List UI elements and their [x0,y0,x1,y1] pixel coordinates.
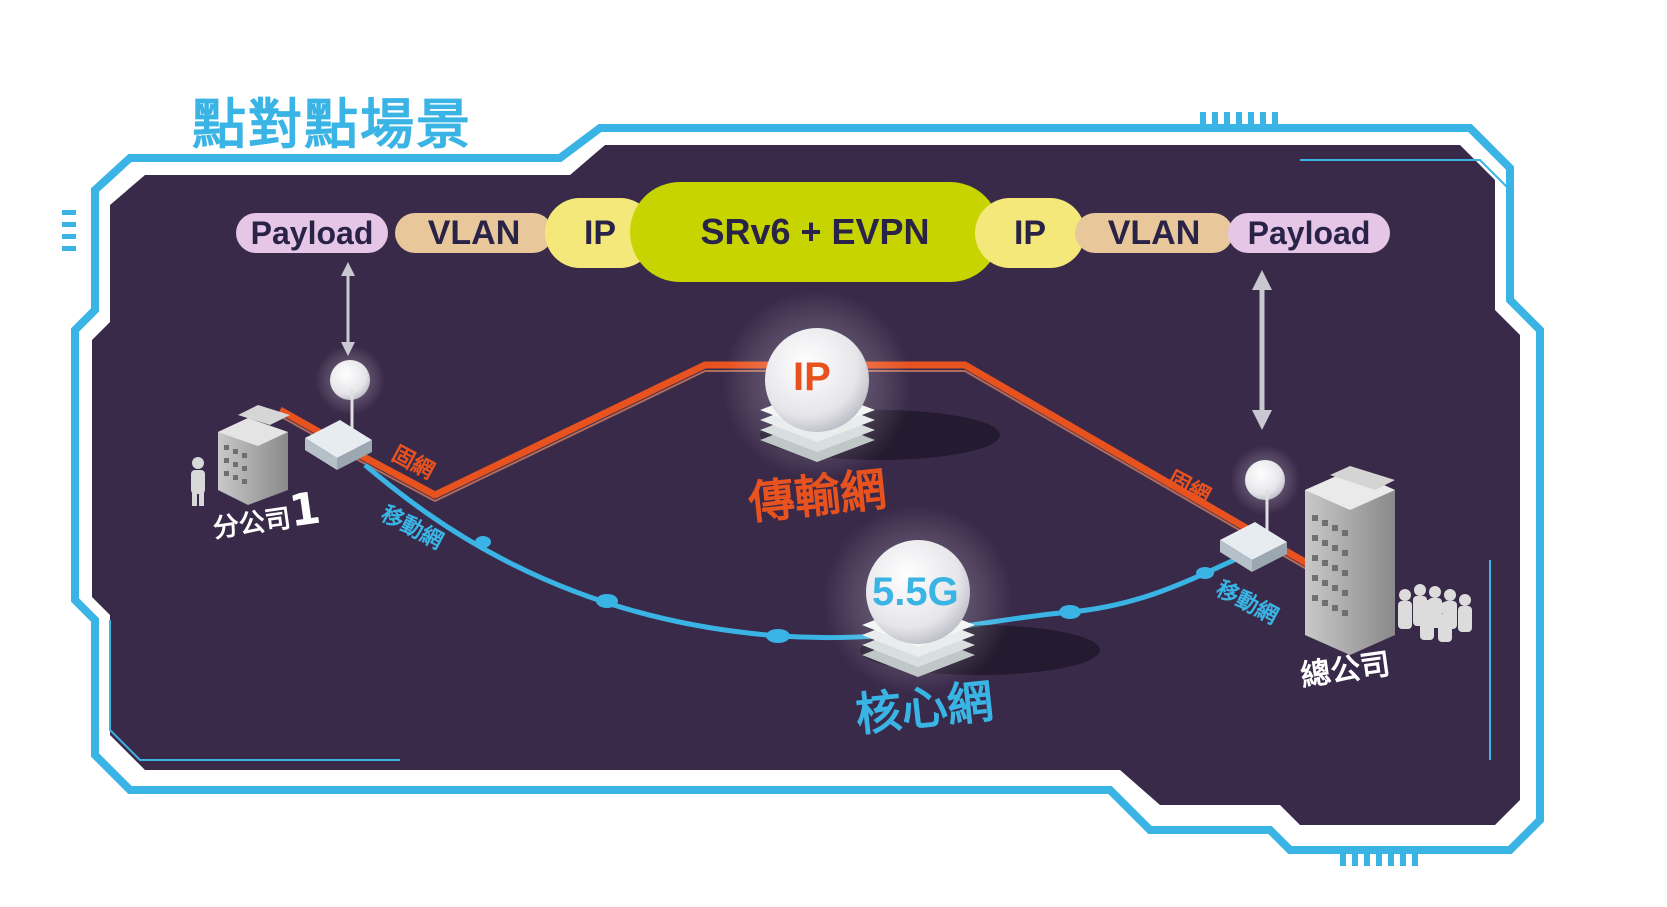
inner-panel [92,145,1520,825]
payload-pill-left: Payload [236,213,388,253]
vlan-label-right: VLAN [1107,213,1201,252]
srv6-evpn-label: SRv6 + EVPN [700,211,930,252]
mobile-line-dots [475,536,1214,643]
branch-building [218,405,290,505]
frame-thin-line [1300,159,1511,191]
branch-router [305,345,385,470]
branch-person [191,457,205,506]
srv6-evpn-pill: SRv6 + EVPN [630,182,1000,282]
frame-ticks-left [62,210,76,251]
hq-building [1305,466,1395,655]
right-double-arrow [1252,270,1272,430]
vlan-pill-left: VLAN [395,213,553,253]
hq-router [1220,445,1300,572]
payload-label-right: Payload [1247,214,1371,251]
frame-ticks-bottom [1340,850,1418,866]
vlan-pill-right: VLAN [1075,213,1233,253]
frame-ticks-top [1200,112,1278,128]
transport-badge: IP [793,355,831,399]
hq-people [1398,584,1472,642]
ip-pill-right: IP [975,198,1085,268]
page-title: 點對點場景 [192,93,472,156]
payload-label-left: Payload [250,214,374,251]
outer-frame [71,124,1544,854]
ip-label-right: IP [1013,213,1047,252]
ip-label-left: IP [583,213,617,252]
vlan-label-left: VLAN [427,213,521,252]
core-node [823,505,1100,695]
transport-node [722,290,1000,480]
frame-thin-line [109,620,400,761]
core-badge: 5.5G [872,570,959,614]
payload-pill-right: Payload [1228,213,1390,253]
branch-office-text: 分公司 [211,503,293,545]
